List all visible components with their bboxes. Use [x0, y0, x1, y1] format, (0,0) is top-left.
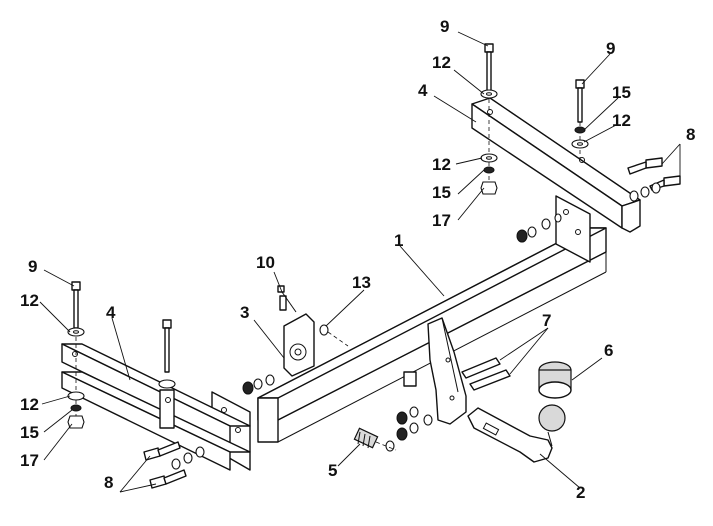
callout-12-left-lower: 12: [20, 395, 39, 414]
washer-12-middle: [158, 379, 176, 389]
callout-labels: 1 2 3 4 4 5 6 7 8 8 9 9 9 10 12 12 12 12…: [20, 17, 695, 502]
callout-4-left: 4: [106, 303, 116, 322]
washer-12-top-left-lower: [480, 153, 498, 163]
washer-12-top-left-upper: [480, 89, 498, 99]
callout-5: 5: [328, 461, 337, 480]
callout-15-mid: 15: [432, 183, 451, 202]
callout-10: 10: [256, 253, 275, 272]
nuts-crossbar-right: [516, 213, 562, 243]
callout-3: 3: [240, 303, 249, 322]
nut-17-left: [67, 415, 85, 429]
spring-washer-15-top-right: [574, 126, 586, 134]
callout-12-left-upper: 12: [20, 291, 39, 310]
side-bracket-left: [61, 343, 251, 471]
callout-13: 13: [352, 273, 371, 292]
socket-plate-part-3: [279, 295, 315, 377]
tow-ball-part-2: [467, 404, 566, 463]
callout-6: 6: [604, 341, 613, 360]
bolt-9-top-left: [484, 43, 494, 180]
callout-15-top-right: 15: [612, 83, 631, 102]
bolts-part-7: [461, 357, 511, 391]
callout-1: 1: [394, 231, 403, 250]
spring-washer-15-left: [70, 404, 82, 412]
callout-8-left: 8: [104, 473, 113, 492]
bolts-8-bottom-left: [143, 441, 205, 489]
washer-12-left-lower: [67, 391, 85, 401]
callout-12-mid-right: 12: [432, 155, 451, 174]
spring-part-5: [353, 427, 397, 451]
side-bracket-right: [471, 97, 641, 233]
leader-lines: [39, 31, 681, 493]
ball-cover-part-6: [538, 361, 572, 399]
callout-8-right: 8: [686, 125, 695, 144]
callout-15-left: 15: [20, 423, 39, 442]
callout-9-top-right: 9: [606, 39, 615, 58]
callout-2: 2: [576, 483, 585, 502]
tow-bracket: [403, 317, 467, 425]
callout-7: 7: [542, 311, 551, 330]
nuts-tow-bracket: [385, 406, 433, 452]
callout-17-left: 17: [20, 451, 39, 470]
bolt-9-middle: [162, 319, 172, 373]
callout-17-mid: 17: [432, 211, 451, 230]
bolt-9-top-right: [575, 79, 585, 160]
nuts-crossbar-left: [242, 374, 275, 395]
callout-9-left: 9: [28, 257, 37, 276]
bolts-8-top-right: [627, 157, 681, 202]
nut-13: [319, 324, 349, 347]
washer-12-left-upper: [67, 327, 85, 337]
callout-4-right: 4: [418, 81, 428, 100]
spring-washer-15-top-left: [483, 166, 495, 174]
end-plate-right: [555, 195, 591, 263]
callout-12-top-right: 12: [612, 111, 631, 130]
nut-17-top-left: [480, 181, 498, 195]
callout-12-top-left: 12: [432, 53, 451, 72]
callout-9-top-left: 9: [440, 17, 449, 36]
